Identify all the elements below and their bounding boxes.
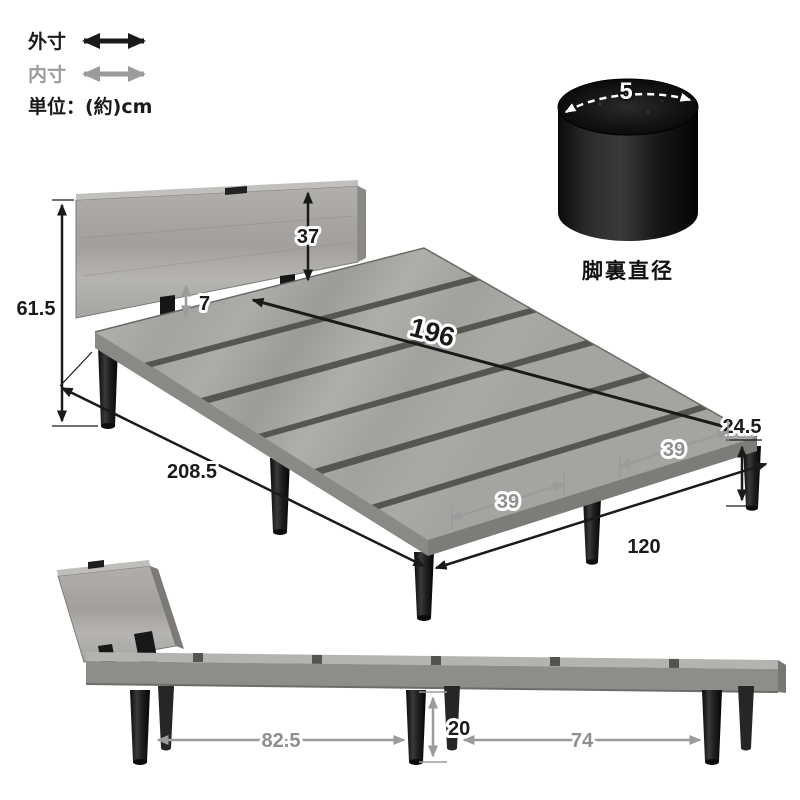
headboard-side-edge	[358, 186, 366, 262]
right-span-value: 74	[571, 730, 594, 752]
right-span-dim: 74	[462, 727, 702, 755]
side-slat-gaps	[193, 653, 679, 668]
side-headboard-edge	[150, 566, 184, 649]
unit-label: 単位：(約)cm	[28, 95, 152, 118]
side-far-legs	[158, 686, 754, 751]
width-value: 120	[627, 536, 660, 558]
legend: 外寸 内寸 単位：(約)cm	[28, 30, 152, 118]
headboard-gap-value: 7	[199, 293, 210, 315]
inner-dim-legend-label: 内寸	[28, 63, 66, 86]
headboard-height-value: 37	[297, 226, 319, 248]
width-dim: 120	[434, 462, 768, 570]
side-headboard-top-edge	[57, 560, 150, 576]
headboard-gap-dim: 7	[181, 284, 213, 318]
side-deck-face	[86, 661, 778, 692]
headboard-top-edge	[76, 180, 358, 200]
leg-detail: 5 脚裏直径	[557, 76, 699, 283]
clearance-value: 20	[448, 718, 470, 740]
left-span-dim: 82.5	[156, 727, 406, 755]
clearance-dim: 20	[419, 691, 473, 763]
leg-diameter-arrow	[564, 92, 692, 114]
outer-dim-legend-label: 外寸	[28, 30, 66, 53]
side-deck-end	[778, 660, 786, 693]
total-height-value: 61.5	[17, 298, 56, 320]
leg-gap-dims: 39 39	[450, 420, 730, 530]
outer-length-value: 208.5	[167, 461, 217, 483]
leg-gap-right-value: 39	[663, 439, 685, 461]
leg-cylinder-body	[558, 107, 698, 241]
outer-length-dim: 208.5	[59, 351, 426, 568]
headboard-cable-notch	[225, 186, 247, 195]
leg-gap-left-value: 39	[497, 491, 519, 513]
left-span-value: 82.5	[262, 730, 301, 752]
side-near-legs	[130, 690, 722, 765]
leg-detail-caption: 脚裏直径	[582, 259, 674, 283]
headboard-height-dim: 37	[294, 191, 322, 282]
bed-side-view: 82.5 20 74	[57, 560, 786, 765]
side-headboard-notch	[88, 560, 104, 569]
total-height-dim: 61.5	[14, 199, 98, 427]
bed-perspective-view: 61.5 37 7 196 208.5 120	[14, 180, 768, 621]
leg-diameter-value: 5	[619, 78, 632, 105]
